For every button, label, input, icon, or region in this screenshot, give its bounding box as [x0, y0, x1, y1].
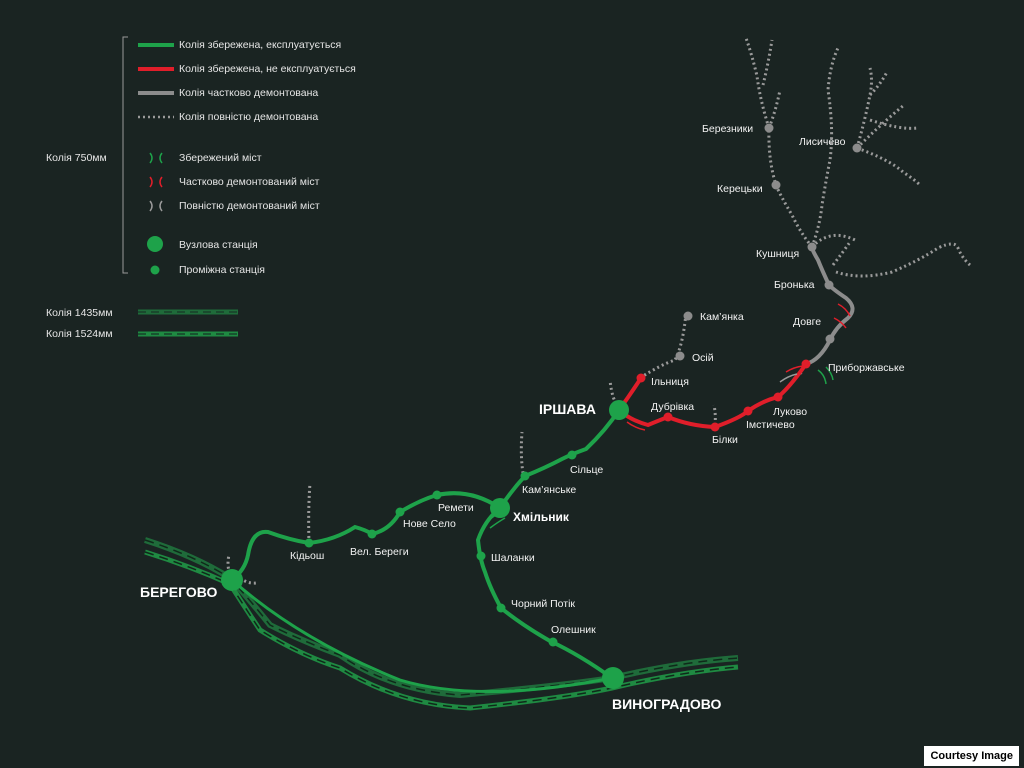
label-ilnytsia: Ільниця — [651, 376, 689, 388]
station-siltse[interactable] — [567, 450, 577, 460]
legend-intermediate-station: Проміжна станція — [179, 264, 265, 276]
label-pryborzhavske: Приборжавське — [828, 362, 905, 374]
legend-gauge-1524: Колія 1524мм — [46, 328, 113, 340]
bridge-partial-icon — [149, 176, 163, 188]
junction-station-icon — [147, 236, 163, 252]
station-berehove[interactable] — [221, 569, 243, 591]
station-kushnytsia[interactable] — [807, 242, 817, 252]
station-irshava[interactable] — [609, 400, 629, 420]
legend-bridge-preserved: Збережений міст — [179, 152, 262, 164]
station-nove-selo[interactable] — [395, 507, 405, 517]
label-vynohradovo: ВИНОГРАДОВО — [612, 696, 721, 712]
station-ilnytsia[interactable] — [636, 373, 646, 383]
legend-junction-station: Вузлова станція — [179, 239, 258, 251]
legend-bracket — [122, 36, 128, 274]
label-keretsky: Керецьки — [717, 183, 763, 195]
station-chornyi-potik[interactable] — [496, 603, 506, 613]
label-imstychevo: Імстичево — [746, 419, 795, 431]
label-dovhe: Довге — [793, 316, 821, 328]
label-lukovo: Луково — [773, 406, 807, 418]
label-chornyi-potik: Чорний Потік — [511, 598, 575, 610]
legend-line-dismantled: Колія повністю демонтована — [179, 111, 318, 123]
station-remety[interactable] — [432, 490, 442, 500]
label-khmilnyk: Хмільник — [513, 510, 570, 524]
station-vel-berehy[interactable] — [367, 529, 377, 539]
label-osii: Осій — [692, 352, 714, 364]
label-vel-berehy: Вел. Береги — [350, 546, 409, 558]
station-kamianske[interactable] — [520, 471, 530, 481]
label-lysychevo: Лисичево — [799, 136, 846, 148]
station-keretsky[interactable] — [771, 180, 781, 190]
label-kamianske: Кам’янське — [522, 484, 576, 496]
station-labels: БЕРЕГОВО ВИНОГРАДОВО ІРШАВА Хмільник Кід… — [140, 123, 905, 712]
label-dubrivka: Дубрівка — [651, 401, 694, 413]
station-khmilnyk[interactable] — [490, 498, 510, 518]
label-kushnytsia: Кушниця — [756, 248, 799, 260]
station-bereznyky[interactable] — [764, 123, 774, 133]
station-lukovo[interactable] — [773, 392, 783, 402]
station-imstychevo[interactable] — [743, 406, 753, 416]
label-bereznyky: Березники — [702, 123, 753, 135]
legend-line-not-operating: Колія збережена, не експлуатується — [179, 63, 356, 75]
legend-gauge-750-label: Колія 750мм — [46, 152, 107, 164]
label-irshava: ІРШАВА — [539, 401, 596, 417]
legend: Колія 750мм Колія збережена, експлуатуєт… — [46, 36, 356, 340]
label-siltse: Сільце — [570, 464, 603, 476]
station-bilky[interactable] — [710, 422, 720, 432]
station-kamianka[interactable] — [683, 311, 693, 321]
legend-bridge-dismantled: Повністю демонтований міст — [179, 200, 320, 212]
station-shalanky[interactable] — [476, 551, 486, 561]
station-bronka[interactable] — [824, 280, 834, 290]
bridge-dismantled-icon — [149, 200, 163, 212]
station-vynohradovo[interactable] — [602, 667, 624, 689]
courtesy-label: Courtesy Image — [924, 746, 1019, 766]
bridge-preserved-icon — [149, 152, 163, 164]
legend-gauge-1435: Колія 1435мм — [46, 307, 113, 319]
bridge-preserved-icon — [486, 366, 834, 529]
dismantled-lines — [226, 37, 972, 585]
station-lysychevo[interactable] — [852, 143, 862, 153]
station-dovhe[interactable] — [825, 334, 835, 344]
station-dubrivka[interactable] — [663, 412, 673, 422]
legend-line-operating: Колія збережена, експлуатується — [179, 39, 341, 51]
label-nove-selo: Нове Село — [403, 518, 456, 530]
station-pryborzhavske[interactable] — [801, 359, 811, 369]
wide-gauge-lines — [144, 537, 739, 711]
label-kidosh: Кідьош — [290, 550, 324, 562]
station-osii[interactable] — [675, 351, 685, 361]
label-shalanky: Шаланки — [491, 552, 535, 564]
station-kidosh[interactable] — [304, 538, 314, 548]
label-oleshnyk: Олешник — [551, 624, 596, 636]
label-kamianka: Кам’янка — [700, 311, 744, 323]
label-berehove: БЕРЕГОВО — [140, 584, 217, 600]
intermediate-station-icon — [150, 265, 160, 275]
wide-gauge-1435 — [144, 537, 739, 699]
stations — [221, 123, 862, 689]
legend-line-partial: Колія частково демонтована — [179, 87, 318, 99]
label-bilky: Білки — [712, 434, 738, 446]
label-bronka: Бронька — [774, 279, 815, 291]
legend-bridge-partial: Частково демонтований міст — [179, 176, 320, 188]
bridge-dismantled-icon — [779, 373, 798, 383]
label-remety: Ремети — [438, 502, 474, 514]
station-oleshnyk[interactable] — [548, 637, 558, 647]
bridge-partial-icon — [626, 303, 851, 431]
